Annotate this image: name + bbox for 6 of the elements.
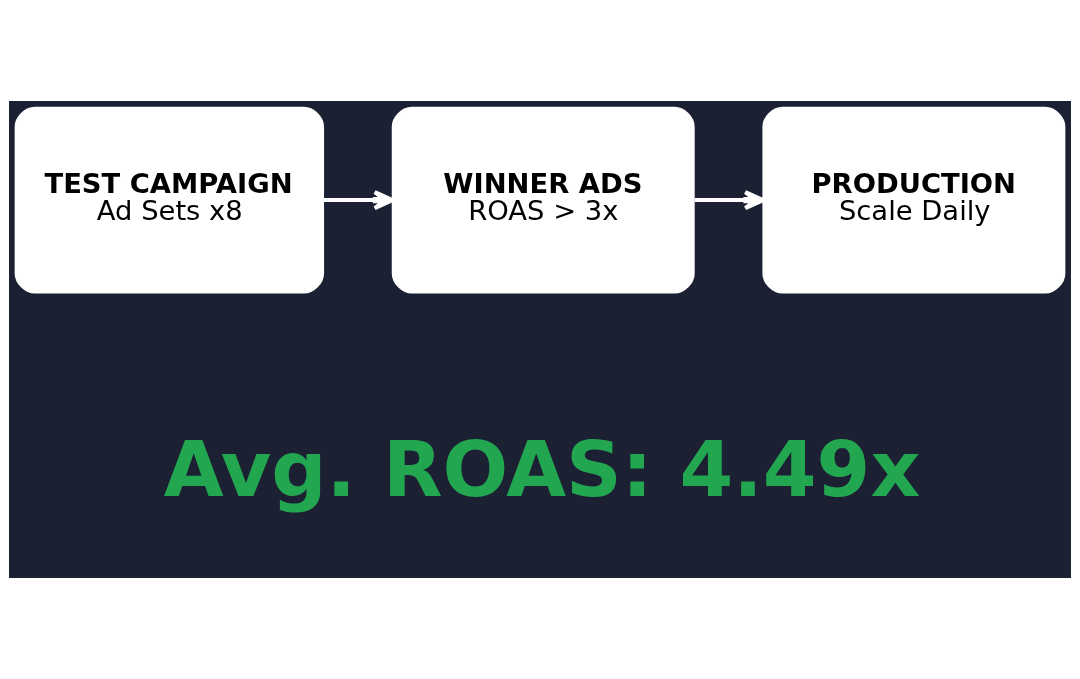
label: Avg. ROAS: 4.49x <box>163 424 921 515</box>
arrow <box>694 190 766 211</box>
node-box: PRODUCTION Scale Daily <box>762 106 1066 294</box>
node-box: WINNER ADS ROAS > 3x <box>391 106 695 294</box>
arrow <box>323 190 395 211</box>
node-box: TEST CAMPAIGN Ad Sets x8 <box>14 106 325 294</box>
